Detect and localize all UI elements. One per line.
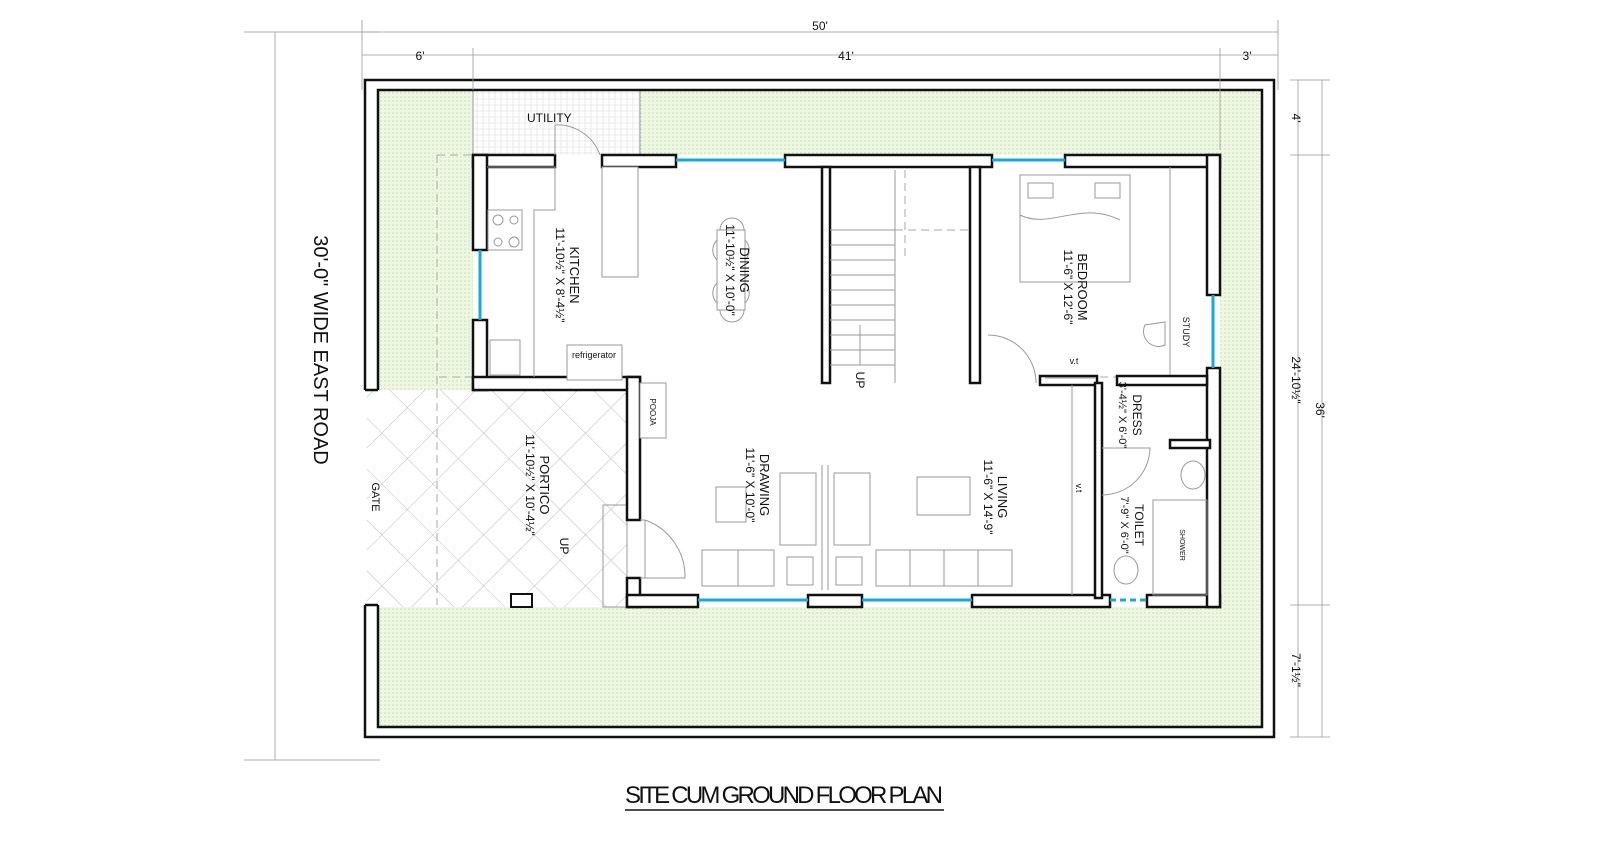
sofas [701,385,1073,595]
dress-size: 3'-4½" X 6'-0" [1116,382,1128,449]
dining-label: DINING [737,247,752,293]
dim-top-right: 3' [1243,49,1252,63]
kitchen-counter [487,166,639,381]
gate-label: GATE [369,482,381,511]
dress-label: DRESS [1130,394,1144,435]
drawing-size: 11'-6" X 10'-0" [743,448,757,523]
vt-label-living: v.t [1074,484,1084,493]
toilet-fixtures [1113,460,1208,596]
dim-right-total: 36' [1313,402,1327,418]
windows [478,158,1215,602]
stair-up-label: UP [853,372,867,389]
dining-size: 11'-10½" X 10'-0" [723,224,737,316]
dimension-lines: 50' 6' 41' 3' 4' 24'-10½" 36' 7'-1½" [244,19,1330,761]
dim-right-middle: 24'-10½" [1289,356,1303,403]
vt-label-bedroom: v.t [1070,356,1079,366]
pooja-unit [639,382,667,439]
toilet-label: TOILET [1132,504,1146,546]
dining-table [712,217,750,323]
doors [554,124,1151,579]
shower-label: SHOWER [1178,529,1185,561]
kitchen-size: 11'-10½" X 8'-4½" [553,228,567,323]
pooja-label: POOJA [648,398,657,426]
plot-boundary [363,78,1276,739]
dim-top-left: 6' [416,49,425,63]
living-size: 11'-6" X 14'-9" [981,460,995,535]
refrigerator [566,344,623,381]
dim-right-top: 4' [1289,114,1303,123]
dim-right-bottom: 7'-1½" [1289,653,1303,687]
dim-top-middle: 41' [838,49,854,63]
drawing-label: DRAWING [757,454,772,516]
bedroom-size: 11'-6" X 12'-6" [1061,250,1075,325]
road-label: 30'-0" WIDE EAST ROAD [309,235,331,465]
kitchen-label: KITCHEN [567,246,582,303]
staircase [830,170,970,383]
utility-floor [473,90,640,155]
toilet-size: 7'-9" X 6'-0" [1118,496,1130,553]
utility-label: UTILITY [527,111,572,125]
portico-size: 11'-10½" X 10'-4½" [523,434,537,536]
bed [1019,167,1171,379]
dining-counter [601,166,639,278]
study-label: STUDY [1181,317,1191,348]
portico-floor [367,390,627,607]
portico-up-label: UP [557,538,571,555]
plan-title: SITE CUM GROUND FLOOR PLAN [625,782,943,809]
living-label: LIVING [995,476,1010,519]
dim-top-total: 50' [812,19,828,33]
portico-label: PORTICO [537,456,552,515]
bedroom-label: BEDROOM [1075,253,1090,320]
refrigerator-label: refrigerator [572,350,616,360]
walls [471,153,1222,609]
